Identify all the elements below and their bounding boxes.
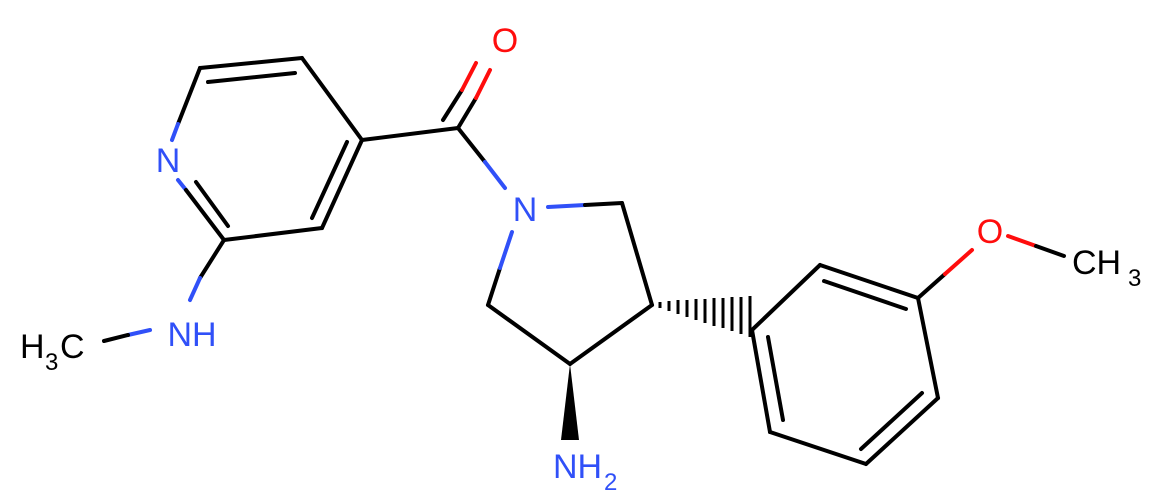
bond	[441, 88, 464, 122]
bond	[310, 140, 349, 220]
bond	[188, 276, 202, 302]
bond	[916, 296, 940, 400]
bond	[916, 272, 947, 300]
bond	[498, 230, 514, 270]
bond	[486, 303, 572, 366]
bond	[198, 56, 304, 70]
wedge-bond	[561, 364, 579, 440]
bond	[300, 56, 364, 142]
bond	[750, 328, 772, 434]
bond	[198, 238, 226, 280]
bond	[456, 96, 478, 130]
benzene-ring	[750, 263, 940, 466]
bond	[766, 335, 785, 422]
pyrrolidine-ring	[486, 201, 654, 366]
methylamino-group	[102, 238, 226, 343]
bond	[1034, 244, 1066, 258]
bond	[170, 122, 180, 142]
bond	[620, 201, 654, 307]
methoxy-methyl-label: CH 3	[1072, 244, 1141, 292]
methoxy-oxygen-label: O	[977, 213, 1003, 251]
bond	[474, 68, 492, 100]
methoxy-ch-label: CH	[1072, 244, 1121, 282]
pyridine-nitrogen-label: N	[156, 142, 181, 180]
bond	[864, 396, 940, 466]
bond	[360, 126, 460, 142]
bond	[320, 138, 364, 230]
bond	[583, 201, 624, 207]
bond	[822, 279, 908, 311]
bond	[126, 328, 152, 337]
bond	[456, 126, 487, 164]
pyrrolidine-nitrogen-label: N	[513, 191, 538, 229]
methyl-h-label: H	[20, 328, 45, 366]
amino-subscript: 2	[604, 469, 617, 496]
bond	[194, 180, 230, 228]
bond	[750, 263, 822, 332]
methyl-c-label: C	[60, 328, 85, 366]
bond	[859, 391, 924, 451]
bond	[1006, 234, 1038, 248]
bond	[176, 66, 202, 126]
bond	[818, 263, 920, 300]
methoxy-group	[916, 234, 1066, 300]
bond	[222, 226, 324, 242]
methyl-subscript: 3	[45, 349, 58, 376]
bond	[184, 188, 226, 242]
bond	[460, 61, 478, 92]
amine-nh-label: NH	[167, 316, 216, 354]
bond	[768, 430, 868, 466]
bond	[943, 248, 974, 276]
amino-label: NH 2	[553, 448, 617, 496]
bond	[486, 266, 502, 307]
bond	[206, 71, 297, 84]
bond	[568, 303, 654, 366]
bond	[546, 203, 587, 209]
bond	[483, 160, 507, 190]
bond	[176, 178, 188, 192]
bond	[102, 333, 130, 343]
carbonyl-group	[360, 61, 507, 190]
amino-nh-label: NH	[553, 448, 602, 486]
methoxy-subscript: 3	[1128, 265, 1141, 292]
pyridine-ring	[170, 56, 364, 242]
hash-bond	[658, 296, 752, 337]
carbonyl-oxygen-label: O	[492, 22, 518, 60]
methyl-label: H 3 C	[20, 328, 85, 376]
